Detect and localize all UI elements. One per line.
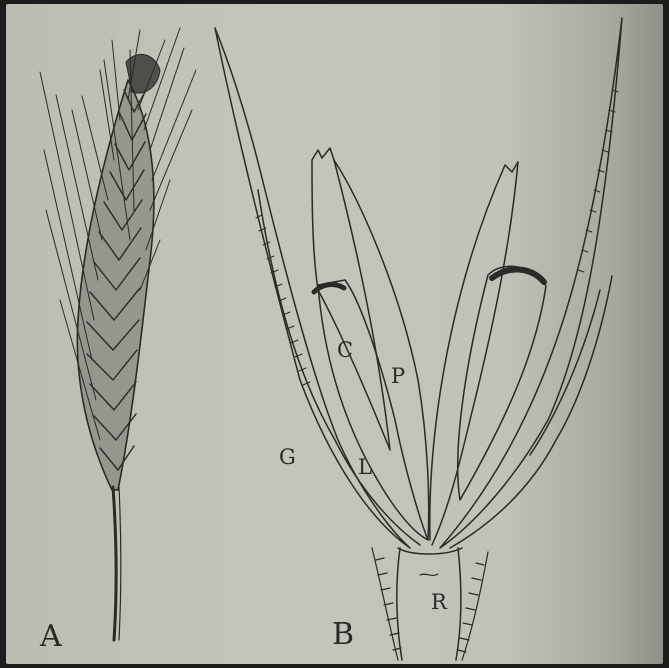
part-label-p: P xyxy=(391,366,405,387)
right-outer-bract xyxy=(450,276,612,548)
right-palea xyxy=(430,162,518,545)
left-anther xyxy=(312,148,390,450)
rachis-mark xyxy=(420,574,438,575)
rachis-top xyxy=(398,548,462,554)
left-anther-tuft xyxy=(314,285,344,292)
rachis-segment xyxy=(397,548,461,660)
wheat-ear-illustration xyxy=(40,28,196,640)
part-label-l: L xyxy=(358,457,372,478)
right-anther-tuft xyxy=(492,269,544,282)
spikelet-illustration xyxy=(215,18,622,660)
part-label-c: C xyxy=(337,340,353,361)
right-glume xyxy=(440,18,622,548)
panel-a-label: A xyxy=(40,622,62,652)
panel-b-label: B xyxy=(332,620,354,650)
part-label-r: R xyxy=(431,592,447,613)
right-anther-body xyxy=(458,266,546,500)
left-glume xyxy=(215,28,410,548)
rachis-hairs-right xyxy=(458,552,488,660)
wheat-stem xyxy=(113,487,116,640)
part-label-g: G xyxy=(279,447,296,468)
wheat-stem-edge xyxy=(119,487,121,640)
